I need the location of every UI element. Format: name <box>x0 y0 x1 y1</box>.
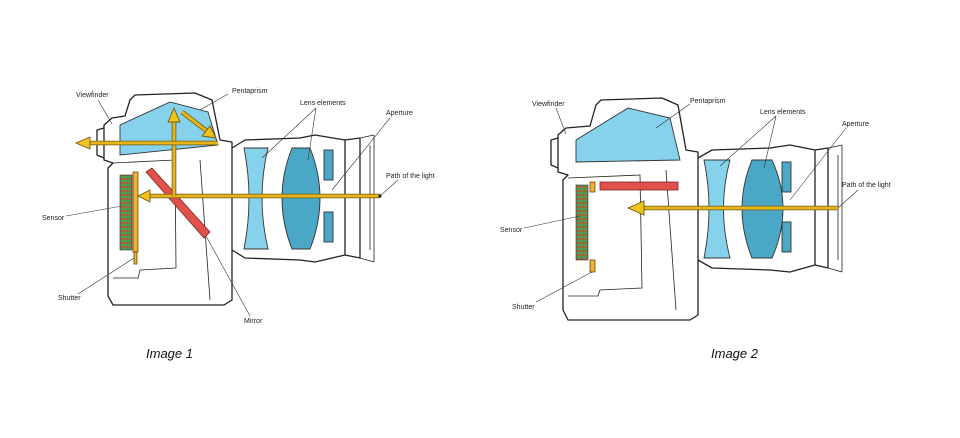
inner-chamber <box>112 159 177 279</box>
shutter-curtain <box>132 171 139 253</box>
label-path-of-light: Path of the light <box>842 182 891 189</box>
viewfinder-eyepiece <box>550 137 559 169</box>
label-lens-elements: Lens elements <box>300 100 346 107</box>
label-shutter: Shutter <box>512 304 535 311</box>
label-sensor: Sensor <box>500 227 523 234</box>
light-path <box>626 200 838 216</box>
aperture-blade-top <box>323 149 334 181</box>
reflex-mirror <box>145 167 211 239</box>
diagram-mirror-down: Viewfinder Pentaprism Lens elements Aper… <box>42 88 435 361</box>
shutter-latch <box>133 251 138 265</box>
diagram-mirror-up: Viewfinder Pentaprism Lens elements Aper… <box>500 97 891 361</box>
concave-lens <box>243 147 269 250</box>
caption-image-1: Image 1 <box>146 346 193 361</box>
label-viewfinder: Viewfinder <box>532 101 565 108</box>
camera-body-outline <box>557 97 699 321</box>
label-mirror: Mirror <box>244 318 263 325</box>
caption-image-2: Image 2 <box>711 346 759 361</box>
pentaprism-shape <box>575 107 681 163</box>
light-path <box>74 106 380 203</box>
label-lens-elements: Lens elements <box>760 109 806 116</box>
image-sensor <box>119 174 133 251</box>
label-shutter: Shutter <box>58 295 81 302</box>
label-sensor: Sensor <box>42 215 65 222</box>
label-leaders <box>523 103 859 303</box>
shutter-bottom <box>589 259 596 273</box>
label-leaders <box>65 93 399 317</box>
grip-line <box>665 169 677 311</box>
label-viewfinder: Viewfinder <box>76 92 109 99</box>
label-pentaprism: Pentaprism <box>690 98 726 105</box>
aperture-blade-bottom <box>781 221 792 253</box>
reflex-mirror-raised <box>599 181 679 191</box>
label-aperture: Aperture <box>386 110 413 117</box>
label-aperture: Aperture <box>842 121 869 128</box>
aperture-blade-bottom <box>323 211 334 243</box>
image-sensor <box>575 184 589 261</box>
camera-body-outline <box>103 92 233 306</box>
inner-chamber <box>567 174 643 297</box>
convex-lens <box>281 147 321 250</box>
label-path-of-light: Path of the light <box>386 173 435 180</box>
shutter-top <box>589 181 596 193</box>
label-pentaprism: Pentaprism <box>232 88 268 95</box>
aperture-blade-top <box>781 161 792 193</box>
